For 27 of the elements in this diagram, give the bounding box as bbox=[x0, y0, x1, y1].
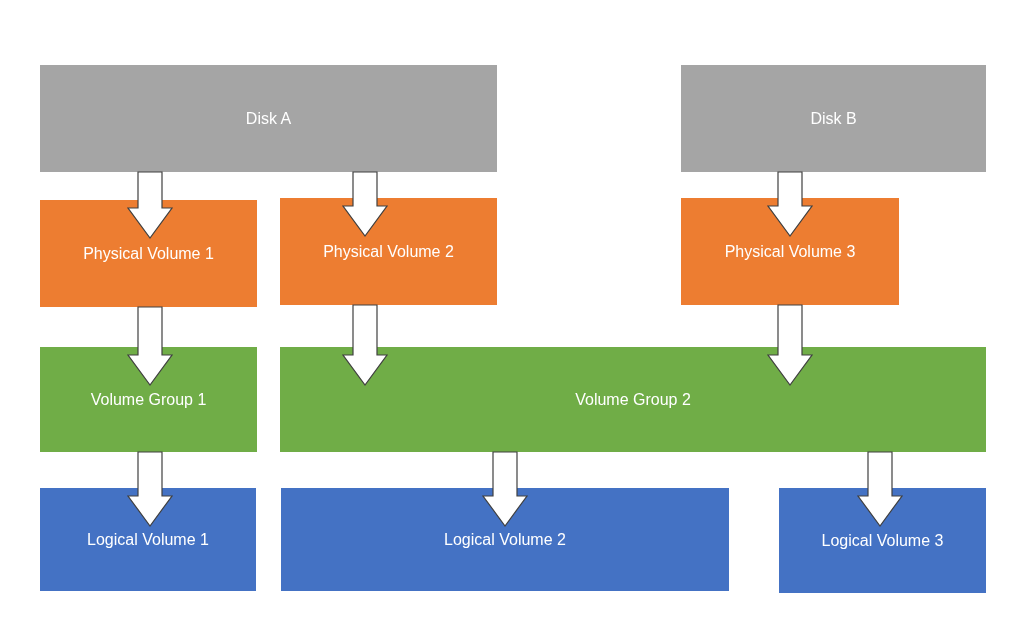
logical-volume-box bbox=[40, 488, 256, 591]
logical-volume-box bbox=[779, 488, 986, 593]
box-label: Volume Group 1 bbox=[90, 390, 207, 409]
box-label: Physical Volume 3 bbox=[724, 242, 856, 261]
volume-group-box bbox=[280, 347, 986, 452]
block-arrow bbox=[126, 306, 174, 386]
block-arrow bbox=[126, 451, 174, 527]
block-arrow bbox=[481, 451, 529, 527]
block-arrow bbox=[341, 171, 389, 237]
physical-volume-box bbox=[40, 200, 257, 307]
box-label: Disk A bbox=[245, 109, 292, 128]
box-label: Physical Volume 2 bbox=[323, 242, 454, 261]
box-label: Logical Volume 2 bbox=[444, 530, 566, 549]
physical-volume-box bbox=[280, 198, 497, 305]
box-label: Logical Volume 3 bbox=[821, 531, 944, 550]
block-arrow bbox=[856, 451, 904, 527]
box-label: Physical Volume 1 bbox=[83, 244, 214, 263]
physical-volume-box bbox=[681, 198, 899, 305]
block-arrow bbox=[341, 304, 389, 386]
block-arrow bbox=[766, 171, 814, 237]
volume-group-box bbox=[40, 347, 257, 452]
box-label: Volume Group 2 bbox=[575, 390, 691, 409]
box-label: Disk B bbox=[810, 109, 857, 128]
block-arrow bbox=[126, 171, 174, 239]
block-arrow bbox=[766, 304, 814, 386]
box-label: Logical Volume 1 bbox=[87, 530, 209, 549]
logical-volume-box bbox=[281, 488, 729, 591]
